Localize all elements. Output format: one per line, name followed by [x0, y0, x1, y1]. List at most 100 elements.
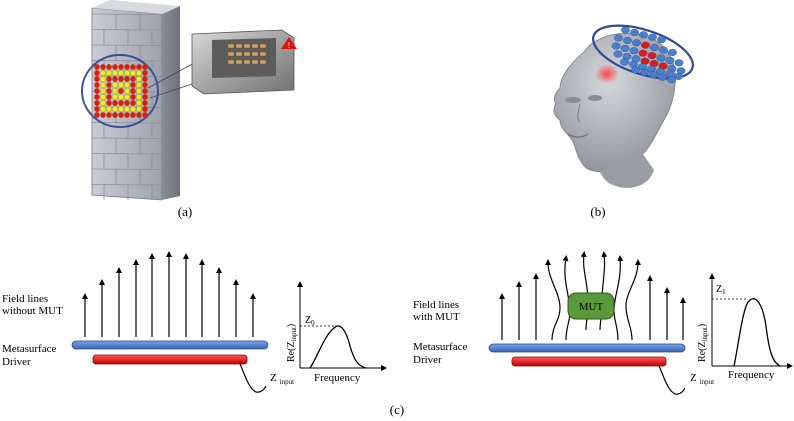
- array-element: [94, 70, 100, 76]
- array-element: [124, 94, 130, 100]
- array-element: [142, 100, 148, 106]
- array-element: [106, 70, 112, 76]
- array-element: [106, 100, 112, 106]
- array-element: [100, 70, 106, 76]
- array-element: [136, 94, 142, 100]
- metasurface-bar-right: [488, 343, 686, 353]
- array-element: [94, 100, 100, 106]
- array-element: [106, 106, 112, 112]
- array-element: [130, 76, 136, 82]
- array-element: [100, 64, 106, 70]
- field-line-arrow: [545, 259, 561, 341]
- array-element: [124, 112, 130, 118]
- array-element: [112, 88, 118, 94]
- array-element: [106, 88, 112, 94]
- panel-c-right: Field lines with MUT Metasurface Driver …: [413, 251, 793, 395]
- mut-label: MUT: [579, 301, 604, 313]
- array-element: [112, 82, 118, 88]
- caption-c: (c): [390, 402, 404, 417]
- panel-a: ! (a): [81, 0, 297, 219]
- array-element: [112, 106, 118, 112]
- array-element: [142, 112, 148, 118]
- array-element: [94, 106, 100, 112]
- panel-b: (b): [553, 24, 695, 219]
- svg-text:!: !: [288, 41, 290, 50]
- array-element: [136, 64, 142, 70]
- inset-element: [259, 51, 267, 57]
- array-element: [106, 64, 112, 70]
- array-element: [112, 94, 118, 100]
- impedance-plot-right: Z1 Re(Zinput) Frequency: [697, 273, 793, 381]
- field-line-arrow: [613, 255, 624, 341]
- array-element: [118, 94, 124, 100]
- array-element: [130, 106, 136, 112]
- array-element: [100, 82, 106, 88]
- array-element: [118, 112, 124, 118]
- array-element: [657, 36, 666, 44]
- stone-wall: [91, 0, 180, 201]
- array-element: [100, 112, 106, 118]
- array-element: [656, 54, 666, 62]
- peak-label-right: Z1: [716, 284, 726, 296]
- caption-a: (a): [178, 204, 192, 219]
- array-element: [100, 94, 106, 100]
- array-element: [124, 70, 130, 76]
- caption-b: (b): [590, 204, 605, 219]
- array-element: [124, 106, 130, 112]
- array-element: [136, 70, 142, 76]
- driver-bar-right: [511, 356, 667, 367]
- inset-element: [259, 43, 267, 49]
- peak-label-left: Z0: [305, 315, 315, 327]
- inset-element: [251, 43, 259, 49]
- array-element: [136, 82, 142, 88]
- plot-ylabel-left: Re(Zinput): [286, 324, 298, 362]
- inset-element: [259, 59, 267, 65]
- inset-element: [227, 43, 235, 49]
- plot-xlabel-right: Frequency: [728, 369, 775, 381]
- array-element: [106, 82, 112, 88]
- array-element: [94, 112, 100, 118]
- feed-line-left: [239, 363, 267, 393]
- field-lines-without-mut: [82, 251, 256, 337]
- array-element: [641, 41, 650, 49]
- array-element: [124, 76, 130, 82]
- array-element: [130, 70, 136, 76]
- array-element: [142, 64, 148, 70]
- array-element: [142, 106, 148, 112]
- driver-label-left: Driver: [2, 356, 31, 368]
- driver-label-right: Driver: [413, 354, 442, 366]
- array-element: [94, 76, 100, 82]
- array-element: [130, 88, 136, 94]
- driver-bar-left: [92, 354, 248, 365]
- array-element: [647, 52, 657, 60]
- field-label-line2-right: with MUT: [413, 311, 460, 323]
- array-element: [674, 59, 684, 67]
- array-element: [124, 88, 130, 94]
- metasurface-label-left: Metasurface: [2, 343, 56, 355]
- array-element: [118, 88, 124, 94]
- field-line-arrow: [625, 259, 641, 341]
- plot-ylabel-right: Re(Zinput): [697, 324, 709, 362]
- array-element: [130, 112, 136, 118]
- metasurface-bar-left: [71, 340, 269, 350]
- array-element: [100, 88, 106, 94]
- inset-element: [227, 59, 235, 65]
- array-element: [659, 46, 668, 54]
- inset-element: [243, 51, 251, 57]
- inset-element: [227, 51, 235, 57]
- array-element: [112, 70, 118, 76]
- inset-element: [251, 59, 259, 65]
- array-element: [112, 100, 118, 106]
- array-element: [118, 76, 124, 82]
- array-element: [136, 88, 142, 94]
- array-element: [665, 56, 675, 64]
- array-element: [94, 88, 100, 94]
- inset-element: [251, 51, 259, 57]
- array-element: [100, 100, 106, 106]
- array-element: [130, 94, 136, 100]
- array-element: [142, 82, 148, 88]
- array-element: [649, 71, 658, 79]
- array-element: [674, 72, 683, 80]
